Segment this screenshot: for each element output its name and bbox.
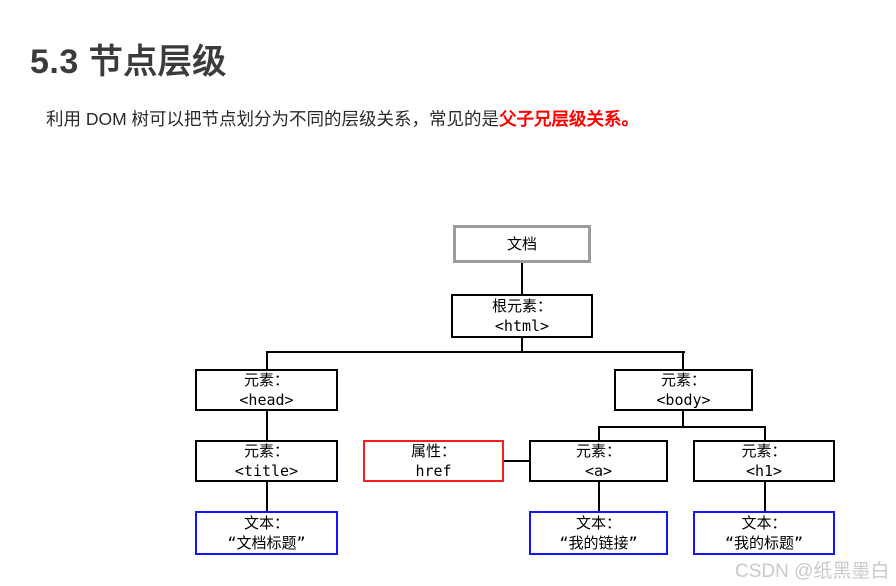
csdn-watermark: CSDN @纸黑墨白 [735,561,890,582]
paragraph-highlight: 父子兄层级关系。 [499,109,640,129]
node-label: 文本： [741,514,787,532]
node-tag: <title> [234,462,299,480]
connector-line [682,353,684,369]
node-label: 属性： [410,442,456,460]
node-tag: <h1> [745,462,783,480]
connector-line [266,351,685,353]
node-document: 文档 [453,225,591,263]
connector-line [598,428,600,440]
node-attribute-href: 属性： href [363,440,504,482]
connector-line [504,460,529,462]
paragraph-text: 利用 DOM 树可以把节点划分为不同的层级关系，常见的是 [46,109,500,129]
node-text-my-link: 文本： “我的链接” [529,511,668,555]
node-label: 元素： [741,442,787,460]
node-label: 元素： [575,442,621,460]
connector-line [682,411,684,428]
node-text-my-title: 文本： “我的标题” [693,511,835,555]
connector-line [521,338,523,353]
connector-line [521,263,523,294]
node-element-h1: 元素： <h1> [693,440,835,482]
node-root-element-html: 根元素： <html> [451,294,593,338]
intro-paragraph: 利用 DOM 树可以把节点划分为不同的层级关系，常见的是父子兄层级关系。 [46,105,639,133]
connector-line [598,426,766,428]
connector-line [764,482,766,511]
connector-line [764,428,766,440]
node-tag: <html> [494,317,550,335]
node-label: 文本： [243,514,289,532]
node-value: “我的标题” [724,534,804,552]
node-element-body: 元素： <body> [614,369,753,411]
node-label: 文档 [506,235,537,253]
node-label: 元素： [243,371,289,389]
connector-line [266,482,268,511]
node-label: 元素： [660,371,706,389]
node-tag: <a> [584,462,613,480]
node-tag: href [415,462,452,480]
node-text-doc-title: 文本： “文档标题” [195,511,338,555]
node-value: “我的链接” [559,534,638,552]
node-label: 元素： [243,442,289,460]
node-element-title: 元素： <title> [195,440,338,482]
connector-line [266,353,268,369]
node-element-head: 元素： <head> [195,369,338,411]
node-tag: <head> [239,391,294,409]
node-tag: <body> [656,391,711,409]
connector-line [266,411,268,440]
node-element-a: 元素： <a> [529,440,668,482]
node-value: “文档标题” [227,534,306,552]
node-label: 根元素： [491,297,552,315]
section-heading: 5.3 节点层级 [30,43,227,81]
node-label: 文本： [575,514,621,532]
dom-tree-diagram: 文档 根元素： <html> 元素： <head> 元素： <body> 元素：… [185,215,845,565]
connector-line [598,482,600,511]
